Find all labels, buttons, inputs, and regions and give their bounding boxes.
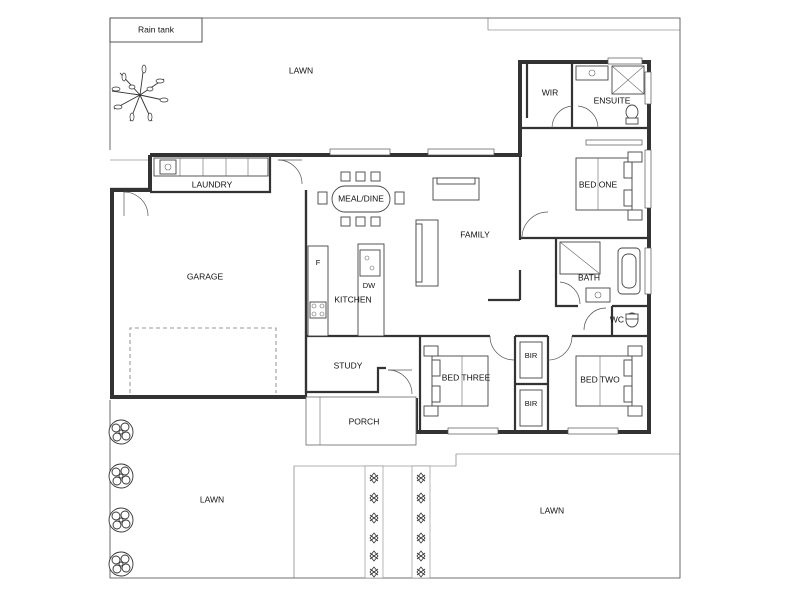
dining-table: MEAL/DINE [317, 171, 405, 227]
tree-icon [111, 64, 169, 122]
bed-three: BED THREE [423, 345, 491, 417]
garage-label: GARAGE [187, 271, 224, 281]
ensuite-label: ENSUITE [594, 95, 631, 105]
porch-label: PORCH [349, 416, 380, 426]
family-furniture: FAMILY [415, 177, 490, 287]
bedroom-walls [418, 334, 649, 432]
bath-wc: BATH WC [554, 238, 649, 336]
bed-one: BED ONE [520, 151, 649, 240]
bed-two: BED TWO [575, 345, 643, 417]
built-in-robes: BIR BIR [519, 341, 543, 427]
lawn-top-label: LAWN [289, 65, 313, 75]
living-walls [304, 155, 522, 338]
rain-tank: Rain tank [109, 17, 203, 43]
bed-two-label: BED TWO [580, 374, 620, 384]
dishwasher-label: DW [363, 281, 376, 290]
front-yard [293, 453, 680, 579]
plant-icons [369, 472, 426, 578]
bed-three-label: BED THREE [442, 372, 491, 382]
wir-label: WIR [542, 87, 559, 97]
wc-label: WC [610, 314, 624, 324]
kitchen: F DW KITCHEN [307, 243, 385, 337]
wir-ensuite: WIR ENSUITE [520, 62, 649, 130]
laundry-label: LAUNDRY [192, 179, 233, 189]
bir-2-label: BIR [525, 399, 538, 408]
study: STUDY [304, 336, 413, 395]
lawn-right-label: LAWN [540, 505, 564, 515]
porch: PORCH [305, 396, 417, 446]
meal-dine-label: MEAL/DINE [338, 193, 384, 203]
study-label: STUDY [334, 360, 363, 370]
family-label: FAMILY [460, 229, 490, 239]
shrub-icons [108, 419, 134, 577]
bir-1-label: BIR [525, 351, 538, 360]
lawn-left-label: LAWN [200, 494, 224, 504]
kitchen-label: KITCHEN [334, 294, 371, 304]
rain-tank-label: Rain tank [138, 24, 175, 34]
bath-label: BATH [578, 272, 600, 282]
bed-one-label: BED ONE [579, 179, 618, 189]
fridge-label: F [316, 258, 321, 267]
windows [329, 57, 652, 435]
laundry: LAUNDRY [150, 155, 303, 194]
garage: GARAGE [123, 190, 308, 397]
